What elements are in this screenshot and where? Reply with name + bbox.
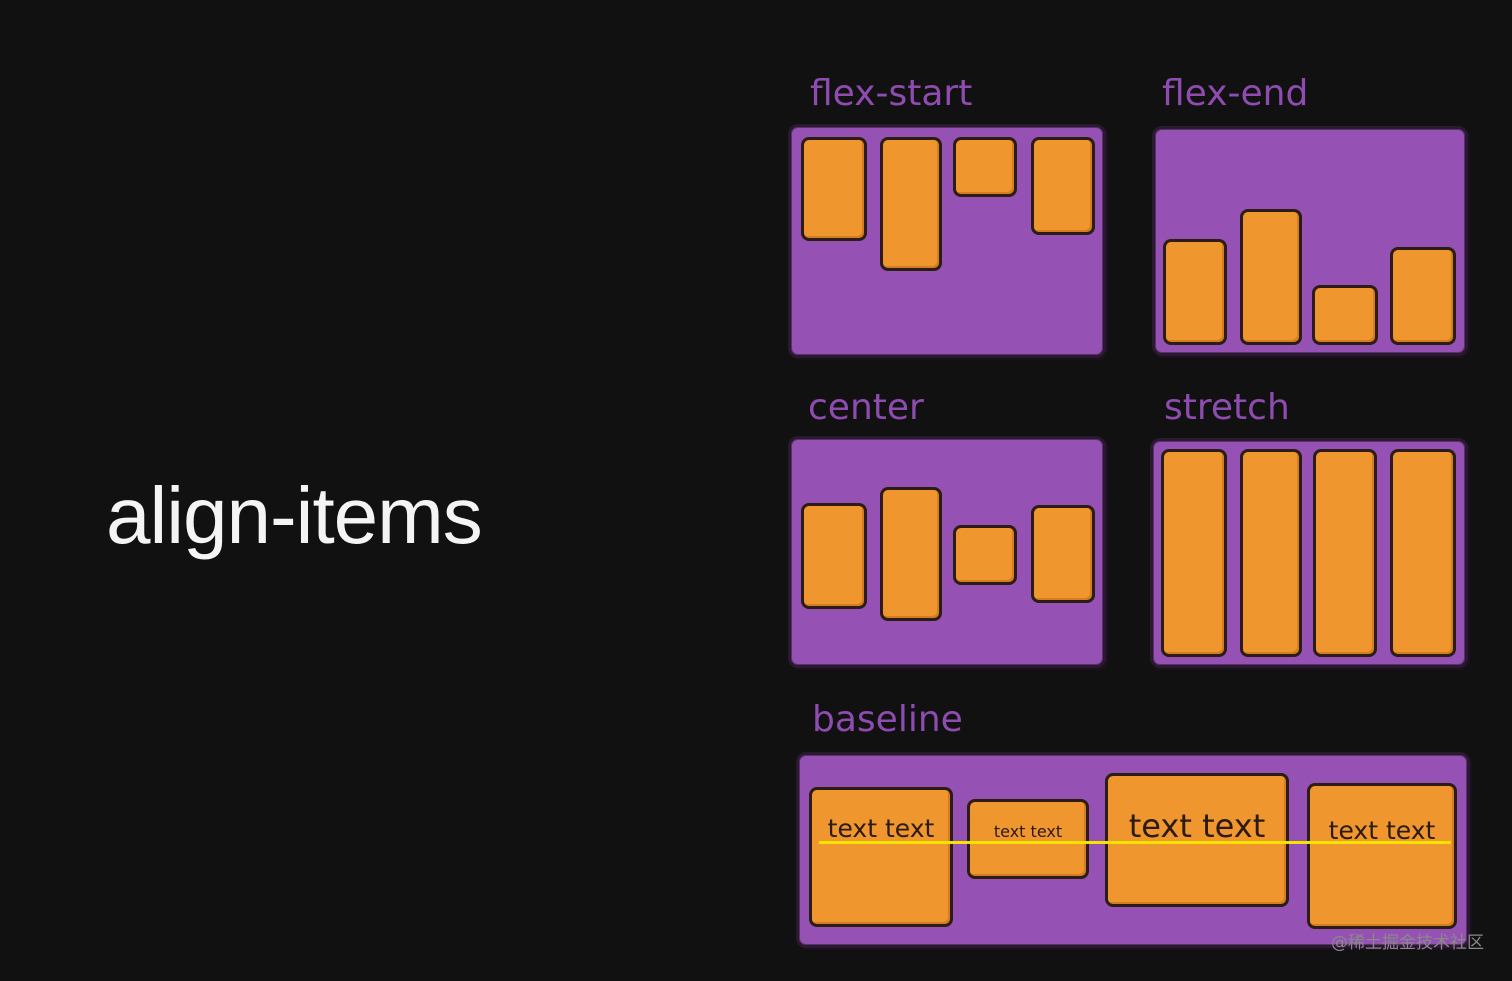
baseline-item-1-text: text text bbox=[827, 814, 935, 843]
stretch-item-1 bbox=[1161, 449, 1227, 657]
baseline-item-3-text: text text bbox=[1128, 807, 1266, 845]
baseline-item-3: text text bbox=[1105, 773, 1289, 907]
baseline-item-1: text text bbox=[809, 787, 953, 927]
flex-start-item-3 bbox=[953, 137, 1017, 197]
label-stretch: stretch bbox=[1164, 387, 1290, 428]
container-flex-end bbox=[1152, 126, 1468, 356]
stretch-item-3 bbox=[1313, 449, 1377, 657]
center-item-3 bbox=[953, 525, 1017, 585]
center-item-2 bbox=[880, 487, 942, 621]
baseline-item-4: text text bbox=[1307, 783, 1457, 929]
flex-end-item-4 bbox=[1390, 247, 1456, 345]
flex-start-item-1 bbox=[801, 137, 867, 241]
container-flex-start bbox=[788, 124, 1106, 358]
baseline-item-2-text: text text bbox=[993, 822, 1063, 841]
page-title: align-items bbox=[106, 471, 483, 560]
flex-start-item-4 bbox=[1031, 137, 1095, 235]
baseline-item-4-text: text text bbox=[1328, 816, 1436, 845]
label-flex-start: flex-start bbox=[810, 73, 973, 114]
flex-start-item-2 bbox=[880, 137, 942, 271]
baseline-guide-line bbox=[819, 841, 1451, 844]
label-center: center bbox=[808, 387, 924, 428]
flex-end-item-1 bbox=[1163, 239, 1227, 345]
stretch-item-4 bbox=[1390, 449, 1456, 657]
center-item-4 bbox=[1031, 505, 1095, 603]
center-item-1 bbox=[801, 503, 867, 609]
container-center bbox=[788, 436, 1106, 668]
label-flex-end: flex-end bbox=[1162, 73, 1309, 114]
container-stretch bbox=[1150, 438, 1468, 668]
stretch-item-2 bbox=[1240, 449, 1302, 657]
container-baseline: text text text text text text text text bbox=[796, 752, 1470, 948]
flex-end-item-3 bbox=[1312, 285, 1378, 345]
baseline-item-2: text text bbox=[967, 799, 1089, 879]
flex-end-item-2 bbox=[1240, 209, 1302, 345]
label-baseline: baseline bbox=[812, 699, 963, 740]
watermark: @稀土掘金技术社区 bbox=[1331, 933, 1484, 953]
